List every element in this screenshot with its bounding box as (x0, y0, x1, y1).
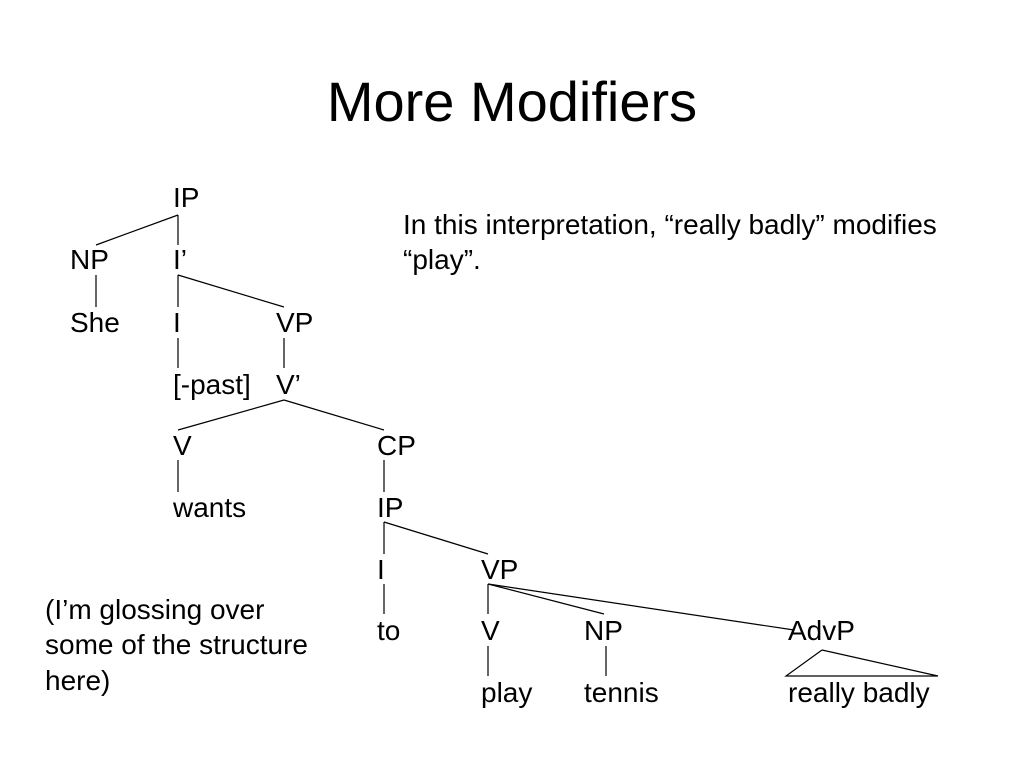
edge-ip-np (95, 214, 179, 246)
node-np-subject: NP (70, 244, 109, 275)
edge-vbar-v (177, 399, 285, 431)
node-infl: I (173, 307, 181, 338)
node-i-bar: I’ (173, 244, 187, 275)
node-v-matrix: V (173, 430, 192, 461)
node-cp: CP (377, 430, 416, 461)
slide-title: More Modifiers (326, 70, 698, 133)
edge-vp-np (487, 583, 605, 615)
node-vp-embedded: VP (481, 554, 519, 585)
node-tennis: tennis (584, 677, 659, 708)
node-ip-embedded: IP (377, 492, 404, 523)
node-v-embedded: V (481, 615, 500, 646)
node-she: She (70, 307, 120, 338)
node-really-badly: really badly (788, 677, 930, 708)
edge-ip-vp (383, 521, 489, 555)
node-play: play (481, 677, 533, 708)
node-wants: wants (173, 492, 247, 523)
edge-vbar-cp (283, 399, 385, 431)
node-tense: [-past] (173, 369, 251, 400)
node-to: to (377, 615, 401, 646)
node-ip-root: IP (173, 182, 200, 213)
node-advp: AdvP (788, 615, 855, 646)
node-v-bar: V’ (276, 369, 301, 400)
edge-advp-triangle (784, 649, 939, 677)
annotation-text: In this interpretation, “really badly” m… (403, 209, 937, 276)
gloss-note: (I’m glossing over some of the structure… (45, 594, 309, 696)
node-infl-embedded: I (377, 554, 385, 585)
edge-ibar-vp (177, 274, 285, 308)
node-vp-matrix: VP (276, 307, 314, 338)
node-np-object: NP (584, 615, 623, 646)
edge-vp-advp (487, 583, 795, 631)
